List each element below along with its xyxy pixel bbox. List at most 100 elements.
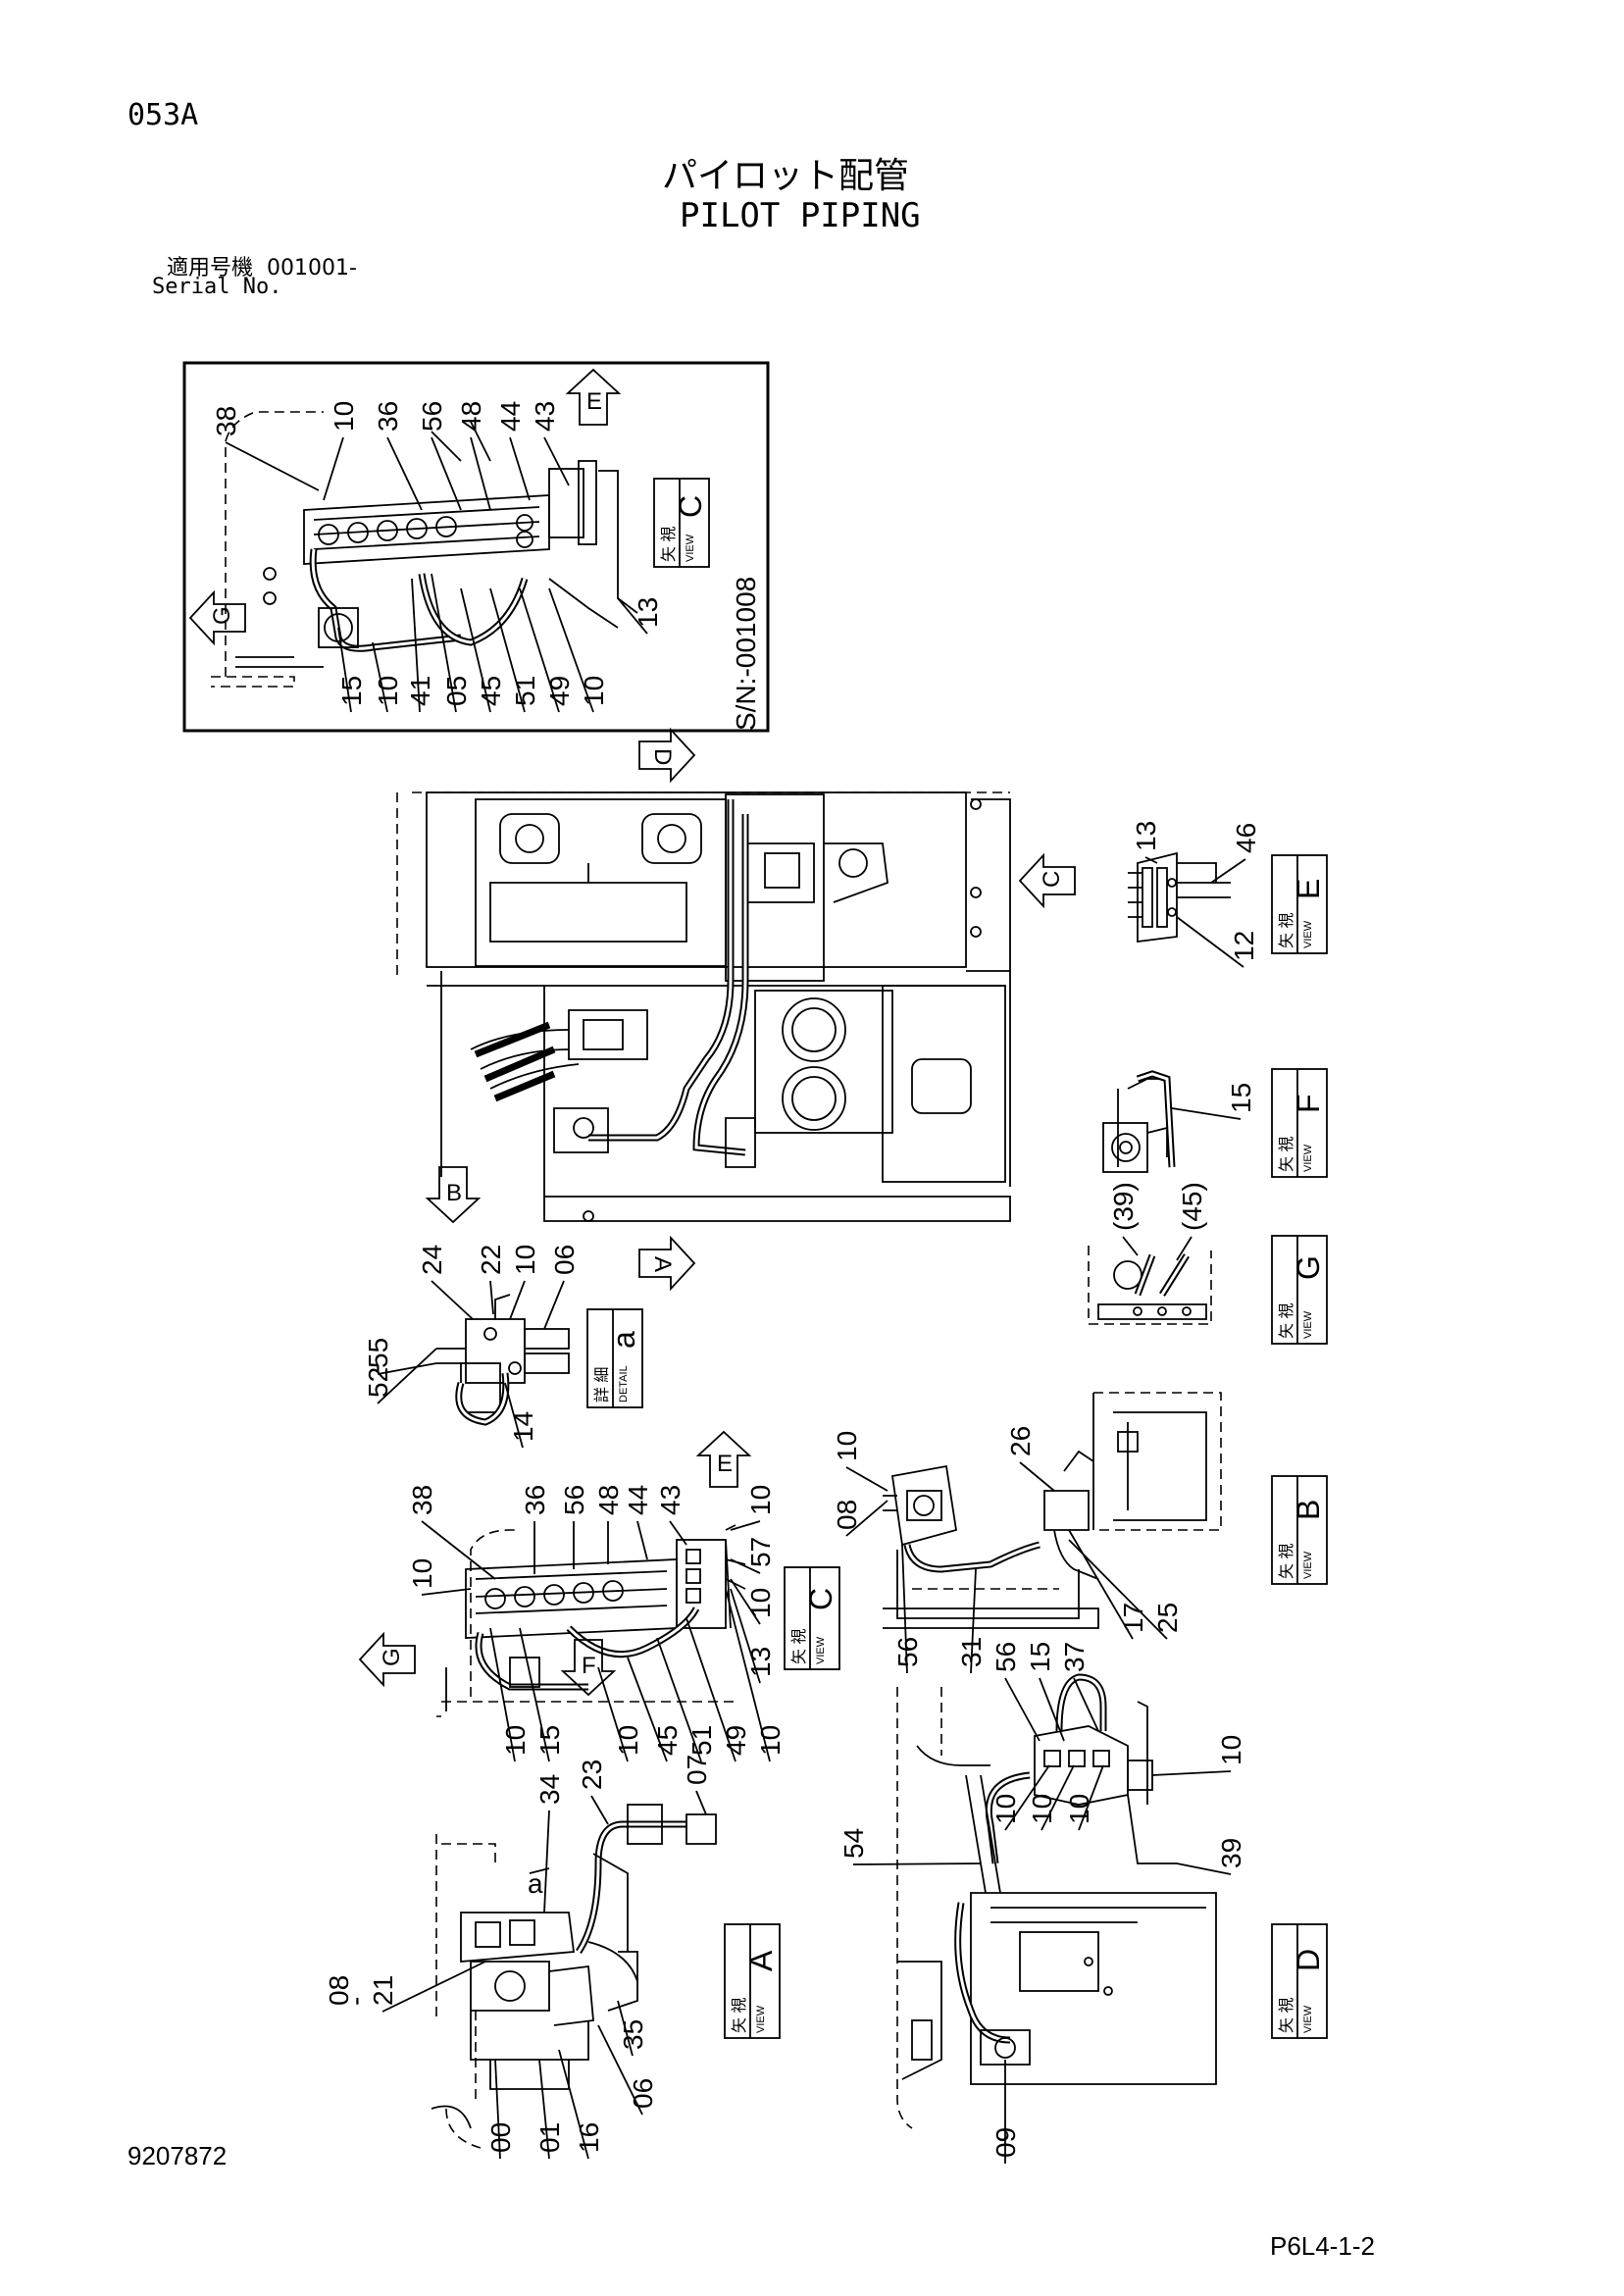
detail-tag-a-jp: 詳 細 [593, 1367, 611, 1403]
part-label-inset-5: 44 [495, 401, 526, 432]
serial-label-jp-text: 適用号機 [167, 256, 254, 281]
view-arrow-c-letter: C [1039, 871, 1065, 888]
view-tag-b-jp: 矢 視 [1278, 1544, 1295, 1579]
leader-view_b-2 [1019, 1461, 1055, 1492]
part-label-inset-1: 10 [329, 401, 359, 432]
leader-view_e-2 [1176, 916, 1244, 968]
detail-tag-a-letter: a [606, 1331, 641, 1349]
leader-detail_a-7 [504, 1382, 524, 1449]
part-label-inset-8: 15 [336, 676, 367, 706]
view-tag-d: 矢 視 VIEW D [1271, 1923, 1328, 2039]
part-label-view_d-5: 10 [990, 1794, 1021, 1824]
view-tag-c-en: VIEW [815, 1636, 827, 1664]
view-arrow-view-c-f: F [560, 1639, 617, 1697]
view-arrow-view-c-g: G [358, 1631, 416, 1688]
part-label-detail_a-0: 24 [417, 1245, 447, 1275]
view-tag-c: 矢 視 VIEW C [784, 1566, 840, 1670]
view-tag-e-letter: E [1291, 879, 1326, 899]
leader-view_c-6 [669, 1520, 687, 1546]
leader-view_c-7 [730, 1520, 761, 1531]
part-label-view_b-3: 56 [892, 1637, 923, 1667]
leader-view_a-7 [617, 2000, 634, 2057]
part-label-view_a-2: 07 [682, 1755, 712, 1785]
leader-inset-8 [337, 627, 352, 713]
detail-tag-a: 詳 細 DETAIL a [586, 1308, 643, 1408]
leader-inset-2 [386, 436, 423, 511]
leader-view_b-0 [845, 1500, 888, 1537]
view-arrow-inset-g: G [188, 589, 246, 646]
part-label-view_c-7: 10 [745, 1485, 776, 1515]
leader-detail_a-4 [377, 1348, 437, 1404]
leader-inset-11 [431, 573, 457, 713]
part-label-view_d-8: 39 [1216, 1838, 1246, 1868]
view-arrow-b-letter: B [446, 1180, 462, 1206]
document-number: 9207872 [127, 2141, 228, 2170]
view-b [883, 1392, 1222, 1629]
part-label-view_c-2: 36 [520, 1485, 550, 1515]
leader-view_d-1 [1039, 1677, 1065, 1742]
part-label-view_c-11: 10 [500, 1725, 531, 1756]
leader-detail_a-1 [489, 1280, 494, 1315]
part-label-view_g-0: (39) [1108, 1182, 1139, 1231]
leader-view_a-1 [590, 1795, 609, 1825]
view-tag-inset-c-letter: C [673, 495, 708, 518]
leader-view_g-1 [1176, 1236, 1193, 1261]
view-arrow-inset-e: E [565, 368, 622, 426]
inset-view-c [182, 361, 770, 733]
part-label-inset-6: 43 [530, 401, 560, 432]
view-tag-e: 矢 視 VIEW E [1271, 854, 1328, 954]
part-label-view_b-5: 17 [1118, 1603, 1148, 1633]
view-tag-f: 矢 視 VIEW F [1271, 1068, 1328, 1178]
leader-view_a-11 [558, 2049, 589, 2160]
view-tag-a-letter: A [743, 1950, 779, 1971]
part-label-view_c-9: 10 [745, 1588, 776, 1618]
leader-inset-1 [323, 436, 344, 501]
leader-view_b-5 [1068, 1529, 1134, 1640]
part-label-view_a-6: a [528, 1868, 543, 1899]
part-label-view_a-3: 08 [324, 1975, 354, 2006]
leader-view_c-17 [725, 1588, 771, 1762]
part-label-view_a-1: 23 [577, 1760, 607, 1790]
leader-inset-0 [225, 441, 320, 491]
part-label-view_a-4: - [340, 1997, 371, 2006]
view-d [896, 1673, 1217, 2129]
part-label-inset-3: 56 [417, 401, 447, 432]
serial-range-note: S/N:-001008 [731, 577, 761, 731]
leader-view_c-12 [519, 1627, 550, 1762]
part-label-inset-15: 10 [579, 676, 609, 706]
view-tag-f-en: VIEW [1302, 1144, 1314, 1172]
part-label-view_a-7: 35 [618, 2019, 648, 2050]
view-tag-d-en: VIEW [1302, 2005, 1314, 2033]
leader-lines [225, 436, 1246, 2164]
leader-view_c-9 [730, 1578, 761, 1625]
part-label-view_a-10: 01 [534, 2122, 565, 2153]
view-tag-g-en: VIEW [1302, 1310, 1314, 1339]
sheet-code: P6L4-1-2 [1270, 2231, 1375, 2261]
part-label-view_c-4: 48 [593, 1485, 624, 1515]
leader-detail_a-2 [509, 1280, 526, 1320]
leader-view_d-0 [1004, 1677, 1040, 1742]
view-tag-d-letter: D [1291, 1949, 1326, 1971]
view-arrow-a-letter: A [649, 1256, 676, 1272]
view-arrow-view-c-e-letter: E [717, 1451, 733, 1477]
view-tag-e-jp: 矢 視 [1278, 913, 1295, 948]
part-label-detail_a-2: 10 [510, 1245, 540, 1275]
view-arrow-inset-e-letter: E [586, 388, 602, 415]
leader-view_d-7 [1078, 1764, 1104, 1831]
view-g [1088, 1246, 1212, 1325]
part-label-view_e-2: 12 [1229, 931, 1259, 961]
part-label-view_d-0: 56 [990, 1642, 1021, 1672]
leader-inset-5 [509, 436, 531, 501]
view-arrow-b: B [425, 1166, 482, 1224]
leader-inset-14 [519, 587, 560, 713]
leader-inset-13 [489, 587, 526, 713]
leader-detail_a-6 [377, 1362, 437, 1375]
part-label-view_b-1: 10 [832, 1431, 862, 1461]
view-arrow-d-letter: D [649, 748, 676, 765]
part-label-view_c-8: 57 [745, 1537, 776, 1567]
leader-inset-4 [470, 436, 491, 511]
leader-view_c-15 [656, 1637, 702, 1762]
leader-detail_a-3 [543, 1280, 565, 1330]
view-tag-d-jp: 矢 視 [1278, 1998, 1295, 2033]
